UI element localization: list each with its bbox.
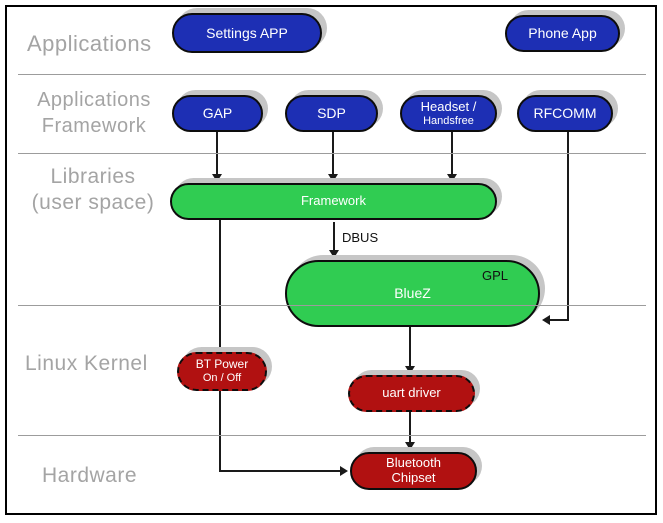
layer-divider-1 (18, 74, 646, 75)
edge-btpower-chipset-horizontal (219, 470, 340, 472)
layer-label-line: Applications (37, 89, 151, 111)
layer-label-hardware: Hardware (42, 464, 138, 487)
node-label: Handsfree (423, 114, 474, 127)
layer-label-applications: Applications (27, 31, 152, 56)
node-label: BlueZ (394, 285, 431, 302)
node-label: Settings APP (206, 24, 288, 41)
arrowhead-icon (447, 174, 457, 182)
node-label: RFCOMM (533, 105, 597, 122)
layer-label-applications-framework: Applications Framework (14, 87, 174, 139)
node-label: Phone App (528, 25, 597, 42)
layer-label-line: Framework (41, 115, 147, 137)
edge-rfcomm-bluez-horizontal (550, 319, 569, 321)
node-sdp: SDP (285, 95, 378, 132)
node-label: BT Power (195, 357, 249, 372)
node-label: SDP (317, 105, 346, 122)
arrowhead-icon (329, 250, 339, 258)
node-label: uart driver (382, 385, 441, 401)
node-rfcomm: RFCOMM (517, 95, 613, 132)
outer-border (5, 5, 657, 515)
node-settings-app: Settings APP (172, 13, 322, 53)
layer-label-line: Libraries (50, 165, 136, 188)
node-label: On / Off (202, 372, 242, 385)
node-label: Framework (300, 193, 366, 209)
dbus-edge-label: DBUS (342, 230, 379, 245)
node-bt-power: BT Power On / Off (177, 352, 267, 391)
arrowhead-icon (328, 174, 338, 182)
layer-divider-2 (18, 153, 646, 154)
node-gap: GAP (172, 95, 263, 132)
node-label: Headset / (420, 98, 477, 114)
edge-framework-bluez-dbus (333, 222, 335, 250)
node-label: GAP (202, 105, 233, 122)
layer-label-libraries: Libraries (user space) (8, 164, 178, 216)
arrowhead-icon (405, 442, 415, 450)
arrowhead-icon (405, 366, 415, 374)
edge-framework-btpower (219, 220, 221, 352)
layer-label-linux-kernel: Linux Kernel (25, 352, 148, 375)
node-uart-driver: uart driver (348, 375, 475, 412)
edge-rfcomm-bluez-vertical (567, 132, 569, 320)
layer-divider-3 (18, 305, 646, 306)
node-headset-handsfree: Headset / Handsfree (400, 95, 497, 132)
arrowhead-icon (340, 466, 348, 476)
gpl-license-tag: GPL (481, 268, 508, 283)
node-phone-app: Phone App (505, 15, 620, 52)
edge-uart-chipset (409, 412, 411, 442)
arrowhead-icon (212, 174, 222, 182)
layer-divider-4 (18, 435, 646, 436)
node-bluez: BlueZ GPL (285, 260, 540, 327)
node-label: Bluetooth (386, 455, 441, 471)
node-bluetooth-chipset: Bluetooth Chipset (350, 452, 477, 490)
arrowhead-icon (542, 315, 550, 325)
node-label: Chipset (391, 470, 436, 485)
edge-bluez-uart (409, 327, 411, 366)
node-framework: Framework (170, 183, 497, 220)
edge-btpower-chipset-vertical (219, 391, 221, 472)
layer-label-line: (user space) (31, 191, 155, 214)
